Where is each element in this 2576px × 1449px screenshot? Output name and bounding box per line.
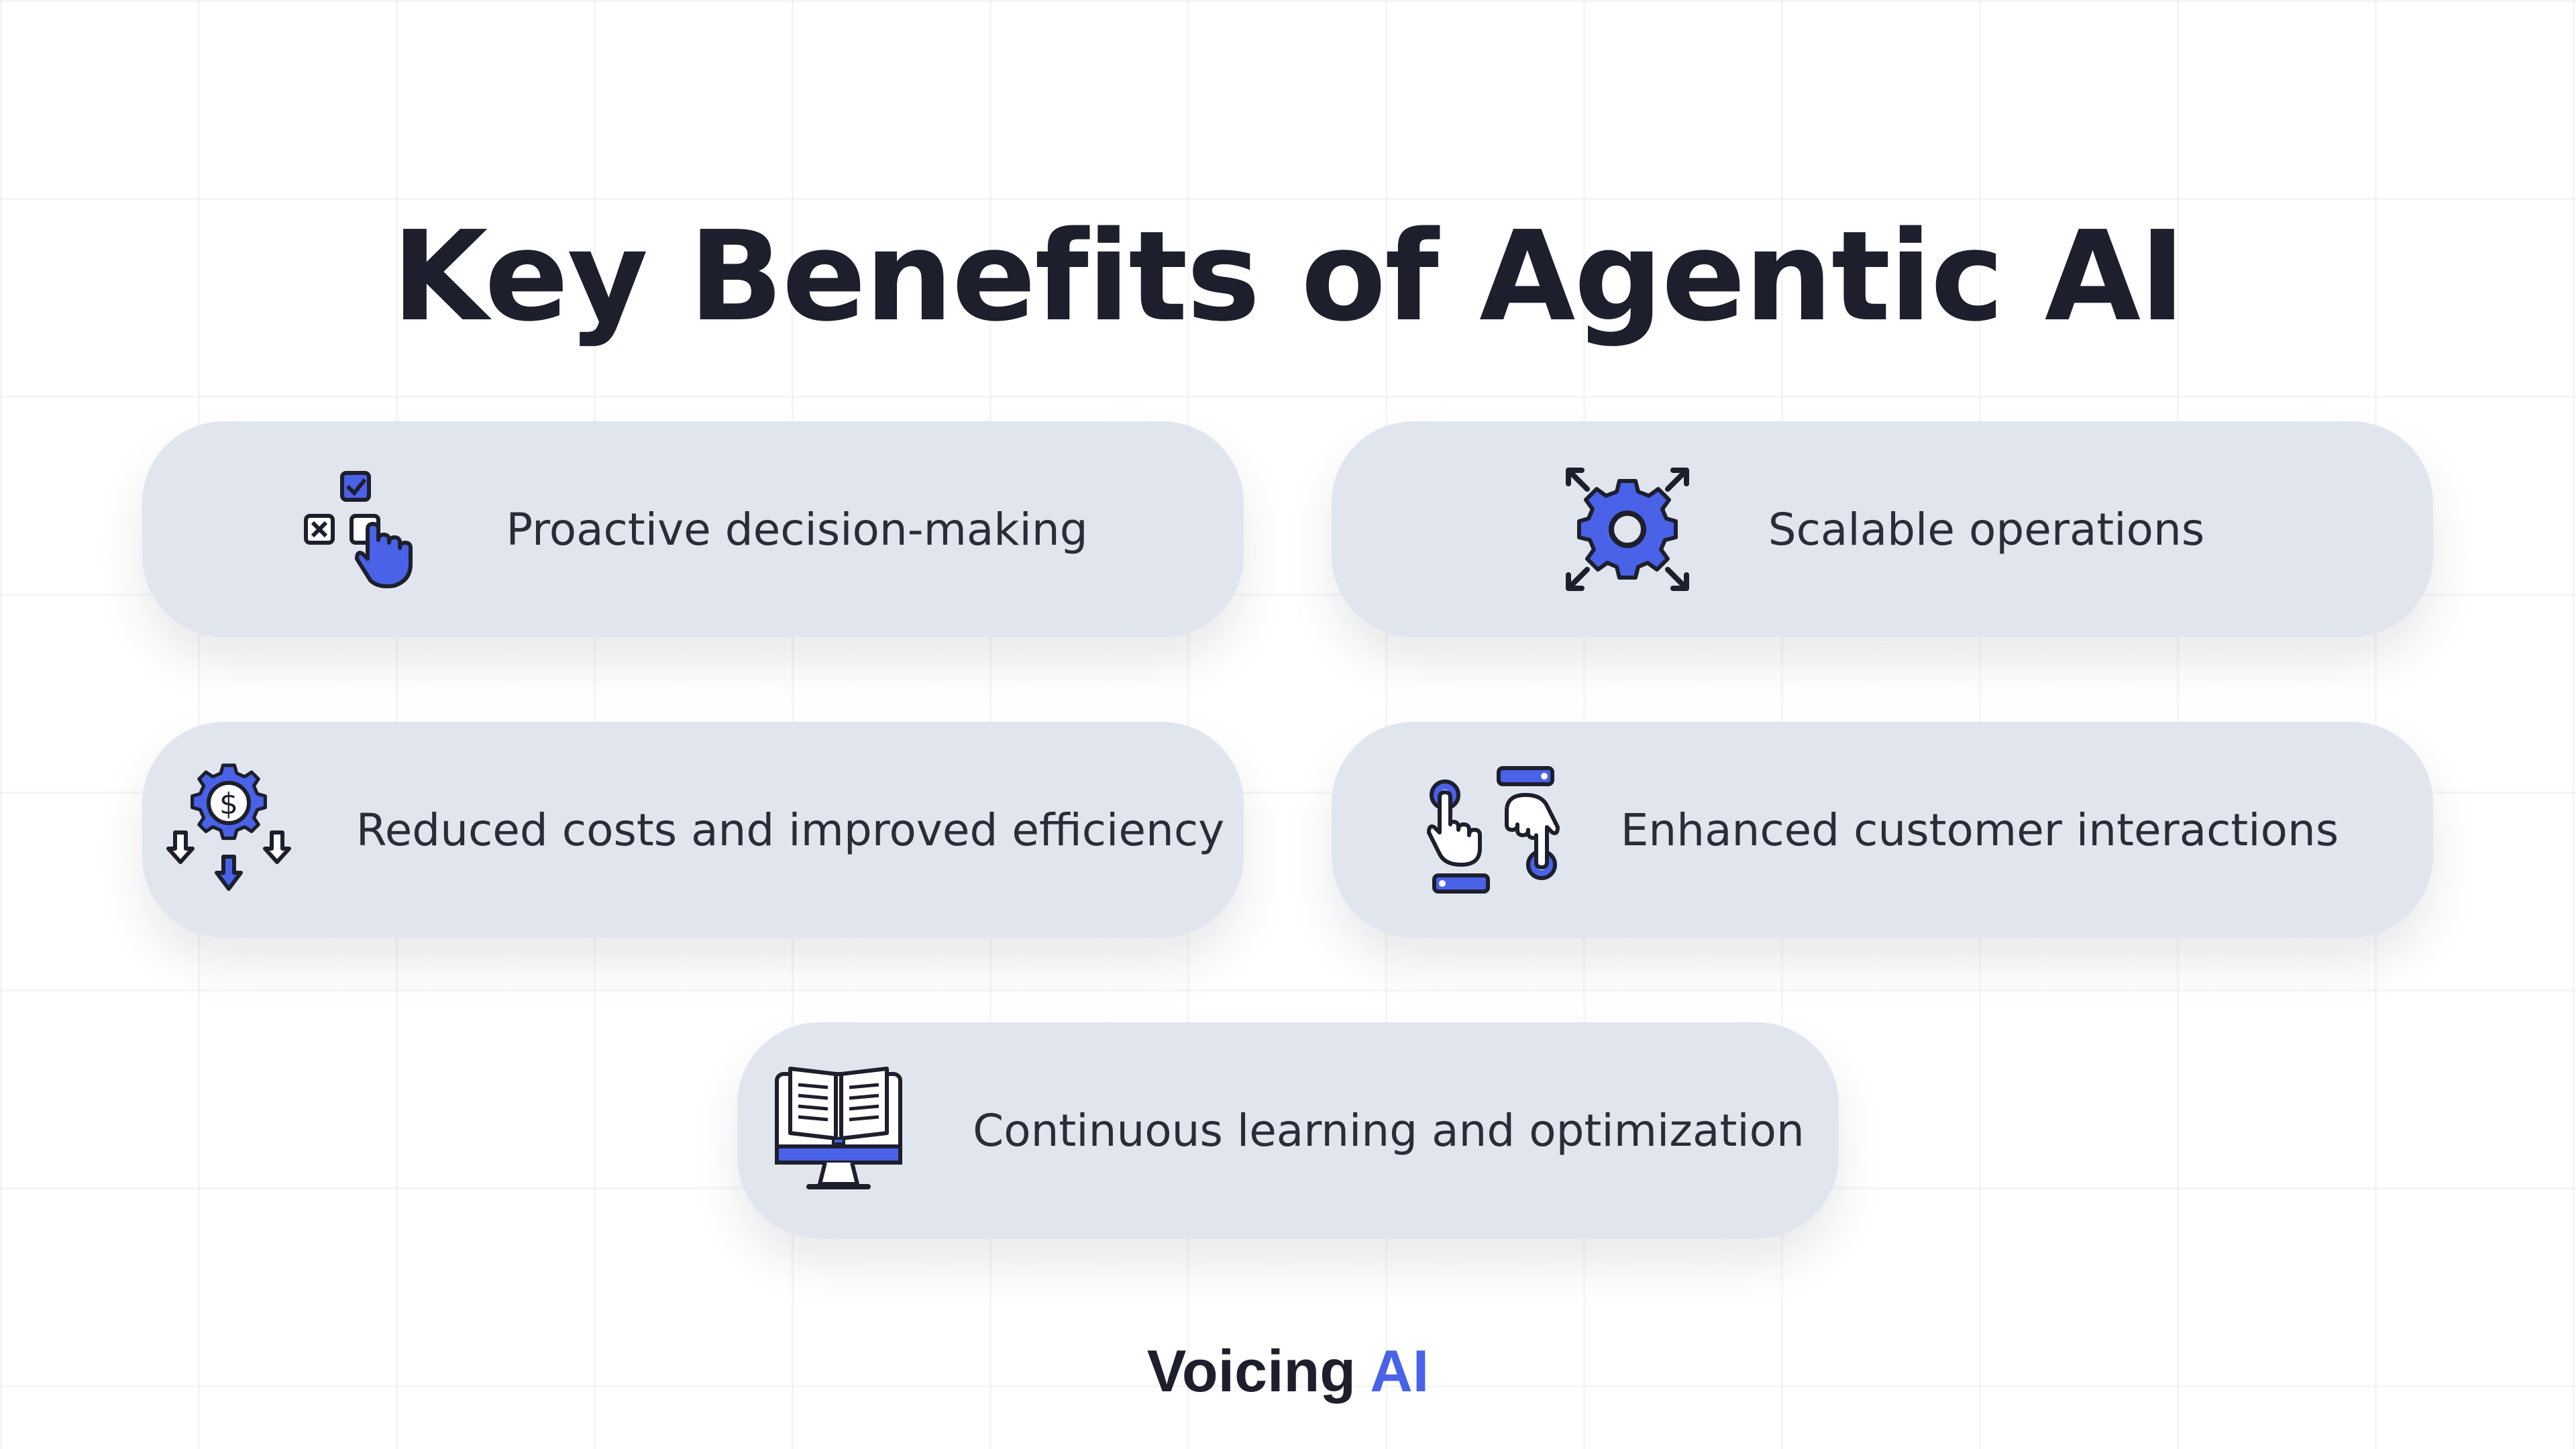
learning-monitor-icon: [775, 1067, 903, 1189]
cost-reduction-icon: $: [166, 763, 291, 891]
gear-expand-icon: [1565, 468, 1689, 591]
benefit-label: Scalable operations: [1768, 503, 2205, 555]
page-title: Key Benefits of Agentic AI: [392, 203, 2186, 349]
benefit-card-continuous-learning: Continuous learning and optimization: [737, 1022, 1839, 1238]
interaction-icon: [1426, 766, 1560, 894]
brand-name: Voicing: [1146, 1338, 1356, 1404]
benefit-label: Enhanced customer interactions: [1620, 804, 2339, 856]
benefit-card-scalable-operations: Scalable operations: [1332, 421, 2433, 637]
benefit-label: Reduced costs and improved efficiency: [356, 804, 1225, 856]
benefit-label: Continuous learning and optimization: [973, 1104, 1805, 1157]
decision-icon: [304, 471, 413, 588]
benefit-label: Proactive decision-making: [506, 503, 1088, 555]
brand-logo: Voicing AI: [0, 1337, 2576, 1405]
benefit-card-reduced-costs: $ Reduced costs and improved efficiency: [142, 722, 1244, 938]
svg-text:$: $: [219, 787, 238, 821]
brand-accent: AI: [1370, 1338, 1430, 1404]
benefit-card-customer-interactions: Enhanced customer interactions: [1332, 722, 2433, 938]
benefit-card-proactive-decision-making: Proactive decision-making: [142, 421, 1244, 637]
